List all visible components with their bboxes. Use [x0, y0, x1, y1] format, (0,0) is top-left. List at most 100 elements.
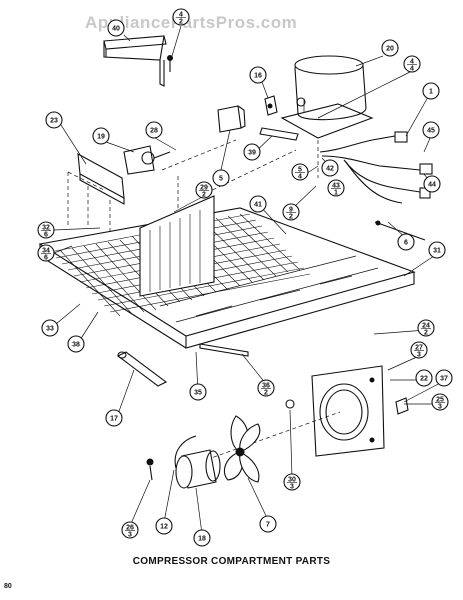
callout-label: 4: [179, 12, 183, 19]
strap-part-36: [199, 343, 249, 357]
callout-quantity: 2: [289, 214, 293, 221]
callout-circle: [45, 111, 63, 129]
callout-label: 24: [422, 323, 430, 330]
screw-top: [167, 55, 173, 72]
callout-41: 41: [249, 195, 267, 213]
callout-25-3: 325: [431, 393, 449, 411]
callout-circle: [155, 517, 173, 535]
callout-label: 38: [72, 342, 80, 349]
callout-7: 7: [259, 515, 277, 533]
watermark: AppliancePartsPros.com: [85, 13, 298, 32]
callout-quantity: 2: [179, 19, 183, 26]
callout-circle: [259, 515, 277, 533]
callout-label: 19: [97, 134, 105, 141]
callout-quantity: 4: [410, 66, 414, 73]
callout-20: 20: [381, 39, 399, 57]
callout-35: 35: [189, 383, 207, 401]
callout-quantity: 3: [290, 484, 294, 491]
callout-label: 4: [410, 59, 414, 66]
callout-label: 27: [415, 345, 423, 352]
callout-circle: [381, 39, 399, 57]
callout-circle: [410, 341, 428, 359]
callout-label: 36: [262, 383, 270, 390]
bracket-part-23: [77, 153, 125, 205]
bracket-part-40: [103, 35, 167, 87]
callout-circle: [37, 221, 55, 239]
callout-label: 45: [427, 128, 435, 135]
callout-label: 25: [436, 397, 444, 404]
fan-blade-part-7: [223, 415, 261, 483]
callout-circle: [249, 195, 267, 213]
callout-34-6: 634: [37, 244, 55, 262]
callout-circle: [327, 179, 345, 197]
shroud-panel: [139, 195, 215, 297]
callout-label: 26: [126, 525, 134, 532]
callout-label: 39: [248, 150, 256, 157]
callout-16: 16: [249, 66, 267, 84]
callout-5: 5: [212, 169, 230, 187]
callout-circle: [107, 19, 125, 37]
callout-circle: [172, 8, 190, 26]
callout-circle: [291, 163, 309, 181]
callout-label: 7: [266, 522, 270, 529]
callout-circle: [249, 66, 267, 84]
clip-part-16: [264, 95, 278, 116]
callout-label: 22: [420, 376, 428, 383]
callout-label: 23: [50, 118, 58, 125]
shaft-guide: [199, 411, 341, 463]
callout-43-1: 143: [327, 179, 345, 197]
callout-label: 5: [298, 167, 302, 174]
callout-17: 17: [105, 409, 123, 427]
callout-label: 29: [200, 185, 208, 192]
callout-quantity: 3: [417, 352, 421, 359]
callout-label: 31: [433, 248, 441, 255]
callout-24-2: 224: [417, 319, 435, 337]
callout-circle: [403, 55, 421, 73]
callout-label: 16: [254, 73, 262, 80]
callout-circle: [243, 143, 261, 161]
callout-26-3: 326: [121, 521, 139, 539]
callout-circle: [121, 521, 139, 539]
callout-circle: [431, 393, 449, 411]
diagram-caption: COMPRESSOR COMPARTMENT PARTS: [132, 556, 331, 567]
callout-label: 42: [326, 166, 334, 173]
callout-label: 6: [404, 240, 408, 247]
callout-label: 35: [194, 390, 202, 397]
callout-quantity: 1: [334, 190, 338, 197]
callout-9-2: 29: [282, 203, 300, 221]
callout-circle: [282, 203, 300, 221]
callout-label: 34: [42, 248, 50, 255]
callout-28: 28: [145, 121, 163, 139]
callout-18: 18: [193, 529, 211, 547]
callout-circle: [423, 175, 441, 193]
callout-label: 32: [42, 225, 50, 232]
switch-part-19: [123, 145, 171, 175]
callout-label: 30: [288, 477, 296, 484]
callout-label: 41: [254, 202, 262, 209]
fan-motor-part-18: [175, 449, 221, 489]
callout-label: 40: [112, 26, 120, 33]
callout-22: 22: [415, 369, 433, 387]
callout-1: 1: [422, 82, 440, 100]
callout-label: 5: [219, 176, 223, 183]
callout-circle: [41, 319, 59, 337]
callout-circle: [257, 379, 275, 397]
overload-part-5: [217, 105, 246, 133]
callout-quantity: 3: [128, 532, 132, 539]
callout-quantity: 6: [44, 255, 48, 262]
callout-31: 31: [428, 241, 446, 259]
washer-part-30: [285, 399, 295, 409]
screw-part-26: [146, 458, 154, 481]
callout-circle: [145, 121, 163, 139]
callout-circle: [397, 233, 415, 251]
callout-circle: [428, 241, 446, 259]
callout-5-4: 45: [291, 163, 309, 181]
callout-quantity: 2: [202, 192, 206, 199]
callout-40: 40: [107, 19, 125, 37]
callout-38: 38: [67, 335, 85, 353]
callout-circle: [189, 383, 207, 401]
callout-23: 23: [45, 111, 63, 129]
callout-27-3: 327: [410, 341, 428, 359]
